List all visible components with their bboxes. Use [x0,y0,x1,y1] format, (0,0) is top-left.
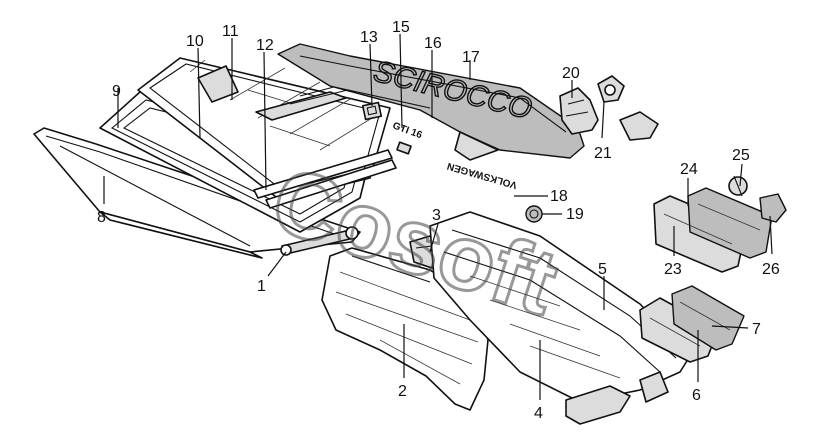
part-wiper-arm [253,79,397,209]
badge-model-text: GTI 16 [391,120,424,141]
callout-12: 12 [256,37,274,54]
part-gas-strut [280,226,359,256]
callout-25: 25 [732,147,750,164]
callout-16: 16 [424,35,442,52]
part-clip [361,101,383,121]
callout-15: 15 [392,19,410,36]
leader-lines [103,33,773,400]
callout-26: 26 [762,261,780,278]
part-lock-cylinder [597,75,659,141]
callout-20: 20 [562,65,580,82]
callout-21: 21 [594,145,612,162]
part-connector [759,193,787,223]
callout-2: 2 [398,383,407,400]
callout-24: 24 [680,161,698,178]
part-bulb-holder [728,175,748,197]
callout-1: 1 [257,278,266,295]
callout-10: 10 [186,33,204,50]
callout-9: 9 [112,83,121,100]
callout-11: 11 [222,23,239,40]
part-lock-mechanism [559,87,599,135]
part-vw-badge: VOLKSWAGEN [446,160,518,190]
badge-vw-text: VOLKSWAGEN [446,160,518,190]
callout-labels: 1 2 3 4 5 6 7 8 9 10 11 12 13 15 16 17 1… [97,19,780,422]
callout-18: 18 [550,188,568,205]
callout-8: 8 [97,209,106,226]
part-rear-bumper [429,211,691,425]
callout-4: 4 [534,405,543,422]
callout-17: 17 [462,49,480,66]
callout-23: 23 [664,261,682,278]
callout-5: 5 [598,261,607,278]
callout-13: 13 [360,29,378,46]
callout-6: 6 [692,387,701,404]
callout-19: 19 [566,206,584,223]
callout-7: 7 [752,321,761,338]
part-tail-light-upper [653,187,773,273]
callout-3: 3 [432,207,441,224]
part-model-badge: GTI 16 [391,120,424,155]
part-round-emblem [525,205,543,223]
